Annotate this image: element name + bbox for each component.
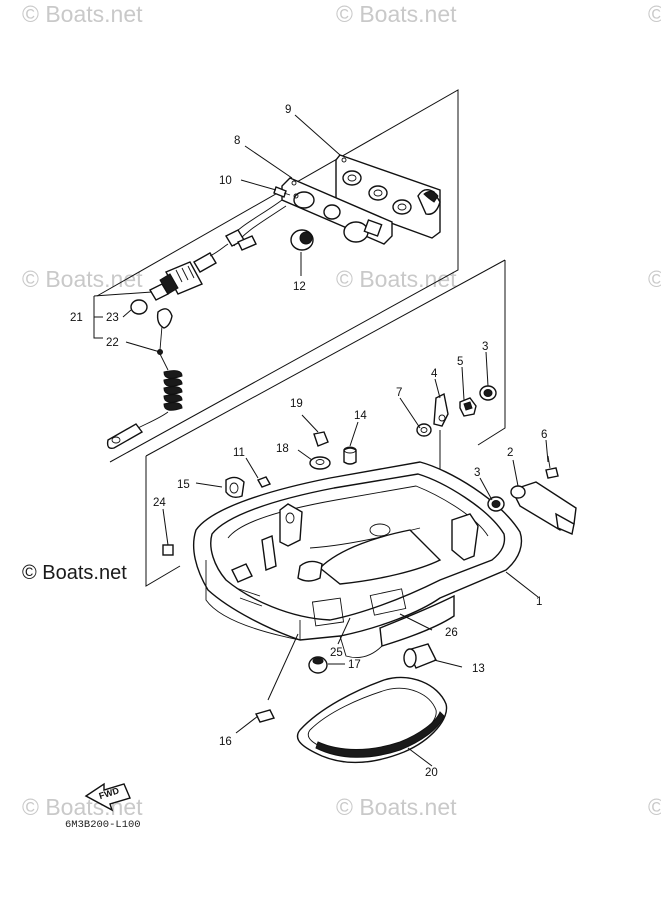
callout-4: 4 <box>431 368 438 380</box>
callout-11: 11 <box>233 447 245 459</box>
nut-7 <box>416 423 432 437</box>
callout-25: 25 <box>330 647 343 659</box>
callout-17: 17 <box>348 659 361 671</box>
watermark-mid-left: © Boats.net <box>22 266 143 292</box>
washer-18 <box>309 456 331 470</box>
coil-cord <box>163 370 183 411</box>
screw-10 <box>273 186 291 198</box>
lower-frame-top <box>145 259 506 457</box>
clip-23 <box>130 299 148 315</box>
watermark-top-left: © Boats.net <box>22 1 143 27</box>
lever-4 <box>433 392 449 427</box>
panel-switch <box>335 154 441 239</box>
grommet-17 <box>308 656 328 674</box>
lanyard-22 <box>106 308 183 450</box>
callout-19: 19 <box>290 398 303 410</box>
lower-frame-line <box>145 456 181 587</box>
callout-2: 2 <box>507 447 513 459</box>
grommet-15 <box>225 476 245 499</box>
watermark-edge-right-top: © <box>648 1 661 27</box>
grommet-14 <box>343 446 357 465</box>
grommet-3-upper <box>479 385 497 401</box>
bottom-cowling-1 <box>193 461 523 658</box>
callouts: 9 8 10 12 21 23 22 3 5 4 7 19 14 6 18 11… <box>70 104 547 779</box>
callout-14: 14 <box>354 410 367 422</box>
seal-20 <box>296 676 448 764</box>
stop-switch-21 <box>149 261 203 301</box>
bolt-6 <box>545 455 559 479</box>
nut-11 <box>256 476 272 488</box>
clip-16 <box>254 709 276 723</box>
watermark-group: © Boats.net © Boats.net © Boats.net © Bo… <box>22 1 661 820</box>
callout-3b: 3 <box>474 467 480 479</box>
bracket-2 <box>510 481 577 535</box>
nut-5 <box>459 397 477 417</box>
callout-13: 13 <box>472 663 485 675</box>
callout-12: 12 <box>293 281 306 293</box>
right-frame-line <box>477 260 506 446</box>
diagram-code: 6M3B200-L100 <box>65 819 141 831</box>
callout-20: 20 <box>425 767 438 779</box>
callout-16: 16 <box>219 736 232 748</box>
bolt-19 <box>313 431 329 447</box>
grommet-3-lower <box>487 496 505 512</box>
callout-21: 21 <box>70 312 83 324</box>
callout-22: 22 <box>106 337 119 349</box>
wire-harness <box>193 199 287 273</box>
watermark-mid-right: © Boats.net <box>336 266 457 292</box>
callout-7: 7 <box>396 387 402 399</box>
callout-9: 9 <box>285 104 291 116</box>
callout-6: 6 <box>541 429 547 441</box>
callout-23: 23 <box>106 312 119 324</box>
fwd-arrow-icon: FWD <box>84 782 131 812</box>
watermark-dark-label: © Boats.net <box>22 562 127 584</box>
callout-18: 18 <box>276 443 289 455</box>
watermark-bottom-right: © Boats.net <box>336 794 457 820</box>
callout-26: 26 <box>445 627 458 639</box>
callout-10: 10 <box>219 175 232 187</box>
cap-12 <box>290 229 314 251</box>
callout-3a: 3 <box>482 341 488 353</box>
callout-8: 8 <box>234 135 240 147</box>
watermark-edge-right-bottom: © <box>648 794 661 820</box>
panel-gasket <box>281 177 393 245</box>
watermark-edge-right-mid: © <box>648 266 661 292</box>
plug-13 <box>403 643 437 669</box>
watermark-top-right: © Boats.net <box>336 1 457 27</box>
label-24 <box>162 544 174 556</box>
callout-24: 24 <box>153 497 166 509</box>
leader-lines <box>93 114 549 767</box>
callout-15: 15 <box>177 479 190 491</box>
callout-1: 1 <box>536 596 542 608</box>
callout-5: 5 <box>457 356 463 368</box>
